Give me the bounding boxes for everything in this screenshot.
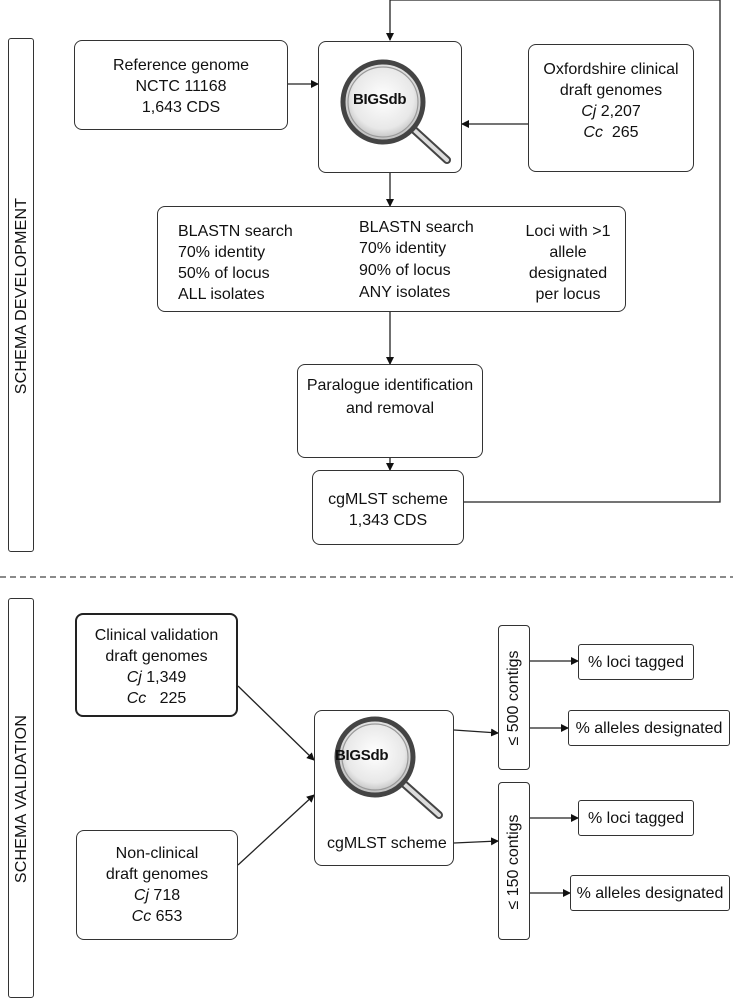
- oxford-cj-count: 2,207: [600, 103, 641, 120]
- paralogue-line1: Paralogue identification: [306, 377, 474, 394]
- nonclinical-to-bigsdb-arrow: [237, 794, 315, 866]
- nonclinical-cc-row: Cc 653: [77, 906, 237, 927]
- contigs-150-label: ≤ 150 contigs: [505, 814, 522, 910]
- validation-scheme-label: cgMLST scheme: [327, 835, 447, 852]
- blast2-line2: 70% identity: [359, 240, 447, 257]
- oxford-cc-row: Cc 265: [529, 122, 693, 143]
- cgmlst-scheme-box: cgMLST scheme 1,343 CDS: [312, 470, 464, 545]
- blast2-line1: BLASTN search: [359, 219, 474, 236]
- loci-tagged-label-500: % loci tagged: [587, 654, 685, 671]
- development-section-label: SCHEMA DEVELOPMENT: [8, 38, 34, 552]
- nonclinical-cj-row: Cj 718: [77, 885, 237, 906]
- bigsdb-label-validation: BIGSdb: [335, 747, 389, 764]
- magnifier-icon: [340, 59, 451, 164]
- alleles-designated-label-500: % alleles designated: [575, 720, 723, 737]
- blast1-line1: BLASTN search: [178, 223, 293, 240]
- alleles-designated-box-150: % alleles designated: [570, 875, 730, 911]
- loci-tagged-box-150: % loci tagged: [578, 800, 694, 836]
- validation-section-label: SCHEMA VALIDATION: [8, 598, 34, 998]
- bigsdb-box-validation: BIGSdb cgMLST scheme: [314, 710, 454, 866]
- clinical-cj-species: Cj: [126, 669, 142, 686]
- blast3-line3: designated: [528, 265, 608, 282]
- paralogue-box: Paralogue identification and removal: [297, 364, 483, 458]
- oxford-line1: Oxfordshire clinical: [543, 61, 679, 78]
- blast3-line2: allele: [549, 244, 587, 261]
- bigsdb-to-150-arrow: [453, 837, 499, 846]
- reference-line1: Reference genome: [112, 57, 250, 74]
- clinical-cc-row: Cc 225: [77, 688, 236, 709]
- oxford-cc-count: 265: [611, 124, 639, 141]
- contigs-500-box: ≤ 500 contigs: [498, 625, 530, 770]
- bigsdb-label-top: BIGSdb: [353, 91, 407, 108]
- alleles-designated-label-150: % alleles designated: [576, 885, 724, 902]
- nonclinical-cj-count: 718: [153, 887, 181, 904]
- validation-label-text: SCHEMA VALIDATION: [13, 714, 30, 884]
- oxford-line2: draft genomes: [559, 82, 663, 99]
- clinical-cj-row: Cj 1,349: [77, 667, 236, 688]
- magnifier-icon: [334, 716, 443, 819]
- loci-tagged-box-500: % loci tagged: [578, 644, 694, 680]
- blast1-line3: 50% of locus: [178, 265, 270, 282]
- nonclinical-genomes-box: Non-clinical draft genomes Cj 718 Cc 653: [76, 830, 238, 940]
- oxford-cj-row: Cj 2,207: [529, 101, 693, 122]
- nonclinical-cc-count: 653: [155, 908, 183, 925]
- clinical-line2: draft genomes: [105, 648, 208, 665]
- development-label-text: SCHEMA DEVELOPMENT: [13, 197, 30, 395]
- loci-tagged-label-150: % loci tagged: [587, 810, 685, 827]
- alleles-designated-box-500: % alleles designated: [568, 710, 730, 746]
- oxford-cj-species: Cj: [581, 103, 597, 120]
- nonclinical-cc-species: Cc: [131, 908, 152, 925]
- paralogue-line2: and removal: [345, 400, 435, 417]
- blast3-line4: per locus: [535, 286, 601, 303]
- reference-genome-box: Reference genome NCTC 11168 1,643 CDS: [74, 40, 288, 130]
- clinical-cj-count: 1,349: [146, 669, 187, 686]
- clinical-validation-box: Clinical validation draft genomes Cj 1,3…: [75, 613, 238, 717]
- clinical-cc-species: Cc: [126, 690, 147, 707]
- feedback-arrow: [386, 0, 721, 503]
- nonclinical-line1: Non-clinical: [115, 845, 199, 862]
- blast1-line4: ALL isolates: [178, 286, 265, 303]
- cgmlst-line1: cgMLST scheme: [328, 491, 448, 508]
- reference-line2: NCTC 11168: [135, 78, 227, 95]
- bigsdb-to-500-arrow: [453, 728, 499, 737]
- nonclinical-cj-species: Cj: [133, 887, 149, 904]
- nonclinical-line2: draft genomes: [105, 866, 209, 883]
- reference-line3: 1,643 CDS: [141, 99, 221, 116]
- blast-search-box: BLASTN search 70% identity 50% of locus …: [157, 206, 626, 312]
- clinical-to-bigsdb-arrow: [237, 685, 315, 761]
- bigsdb-box-top: BIGSdb: [318, 41, 462, 173]
- contigs-150-box: ≤ 150 contigs: [498, 782, 530, 940]
- blast1-line2: 70% identity: [178, 244, 266, 261]
- blast2-line4: ANY isolates: [359, 284, 451, 301]
- blast2-line3: 90% of locus: [359, 262, 451, 279]
- clinical-line1: Clinical validation: [94, 627, 219, 644]
- cgmlst-line2: 1,343 CDS: [348, 512, 428, 529]
- clinical-cc-count: 225: [159, 690, 187, 707]
- contigs-500-label: ≤ 500 contigs: [505, 650, 522, 746]
- oxfordshire-genomes-box: Oxfordshire clinical draft genomes Cj 2,…: [528, 44, 694, 172]
- oxford-cc-species: Cc: [583, 124, 603, 141]
- blast3-line1: Loci with >1: [525, 223, 611, 240]
